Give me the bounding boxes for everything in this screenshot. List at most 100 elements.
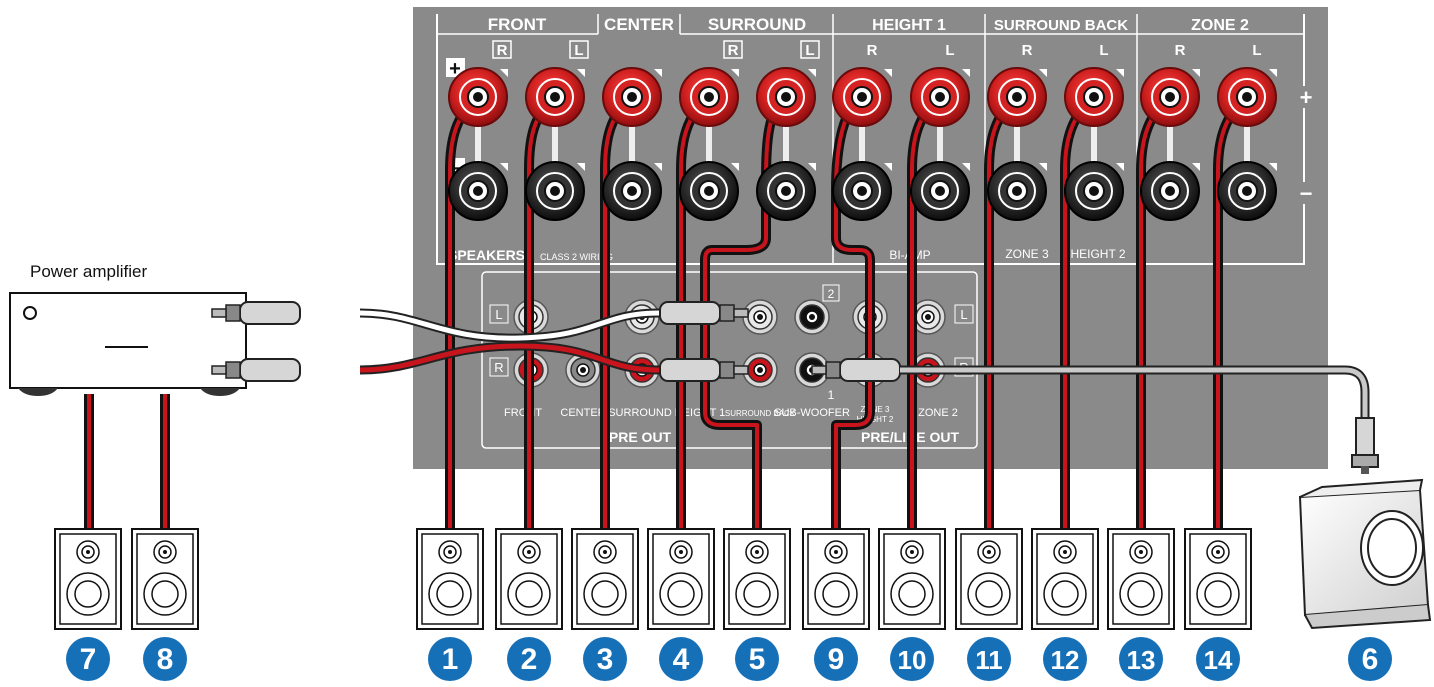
lineout-l-box <box>954 304 974 324</box>
badge-9: 9 <box>814 637 858 681</box>
preout-r-box <box>489 357 509 377</box>
rca-jack[interactable] <box>794 299 830 335</box>
terminal-label-box <box>492 40 512 59</box>
badge-13: 13 <box>1119 637 1163 681</box>
binding-post-pair[interactable] <box>679 67 739 221</box>
plus-marker-left <box>446 58 465 77</box>
amp-foot-left <box>18 388 58 396</box>
amp-foot-right <box>200 388 240 396</box>
badge-5: 5 <box>735 637 779 681</box>
terminal-label: L <box>1252 42 1261 59</box>
plus-marker-right <box>1296 86 1316 108</box>
subwoofer-plug <box>1351 417 1379 474</box>
preout-l-box <box>489 304 509 324</box>
binding-post-pair[interactable] <box>832 67 892 221</box>
badge-6: 6 <box>1348 637 1392 681</box>
binding-post-pair[interactable] <box>1217 67 1277 221</box>
preout-jack-label: SURROUND <box>608 407 672 419</box>
speaker-number: 9 <box>828 643 845 676</box>
preout-jack-label: ZONE 2 <box>918 407 958 419</box>
speaker-icon-4 <box>647 528 715 630</box>
rca-jack[interactable] <box>742 352 778 388</box>
speaker-number: 7 <box>80 643 97 676</box>
binding-post-group <box>448 67 1277 221</box>
terminal-label-box <box>800 40 820 59</box>
rca-jack[interactable] <box>742 299 778 335</box>
binding-post-pair[interactable] <box>987 67 1047 221</box>
speaker-row <box>54 528 1252 630</box>
badge-8: 8 <box>143 637 187 681</box>
rca-plug-red-preout <box>659 358 749 382</box>
speaker-number: 12 <box>1051 645 1080 675</box>
preout-jack-label: HEIGHT 2 <box>857 415 894 424</box>
speaker-cable <box>700 92 790 530</box>
rca-plug-white-preout <box>659 301 749 325</box>
group-label-front: FRONT <box>488 15 547 34</box>
badge-12: 12 <box>1043 637 1087 681</box>
pre-out-label: PRE OUT <box>609 429 672 445</box>
speaker-icon-13 <box>1107 528 1175 630</box>
rca-cable-red <box>359 341 661 375</box>
binding-post-pair[interactable] <box>602 67 662 221</box>
preout-jack-label: FRONT <box>504 407 542 419</box>
preout-left-label: L <box>495 307 502 322</box>
speaker-icon-14 <box>1184 528 1252 630</box>
rca-plug-red-amp <box>211 358 301 382</box>
lineout-left-label: L <box>960 307 967 322</box>
badge-10: 10 <box>890 637 934 681</box>
power-amplifier-label: Power amplifier <box>30 262 148 281</box>
speaker-number: 2 <box>521 643 538 676</box>
terminal-label: R <box>1175 42 1186 59</box>
speaker-icon-9 <box>802 528 870 630</box>
group-label-zone2: ZONE 2 <box>1191 17 1249 34</box>
terminal-label: R <box>497 42 508 59</box>
speaker-number: 1 <box>442 643 459 676</box>
binding-post-pair[interactable] <box>1064 67 1124 221</box>
terminal-label: L <box>805 42 814 59</box>
rca-cable-white <box>359 308 661 343</box>
subwoofer-icon <box>1298 478 1432 630</box>
speaker-icon-11 <box>955 528 1023 630</box>
rca-jack[interactable] <box>910 299 946 335</box>
speaker-icon-5 <box>723 528 791 630</box>
speaker-number: 6 <box>1362 643 1379 676</box>
group-label-center: CENTER <box>604 15 674 34</box>
speaker-icon-7 <box>54 528 122 630</box>
preout-jack-label: HEIGHT 1 <box>675 407 726 419</box>
height2-label: HEIGHT 2 <box>1070 247 1125 261</box>
binding-post-pair[interactable] <box>448 67 508 221</box>
speaker-number: 10 <box>898 645 927 675</box>
badge-11: 11 <box>967 637 1011 681</box>
preout-right-label: R <box>494 360 503 375</box>
binding-post-pair[interactable] <box>910 67 970 221</box>
terminal-label: R <box>1022 42 1033 59</box>
speaker-number: 13 <box>1127 645 1156 675</box>
speaker-number: 4 <box>673 643 690 676</box>
binding-post-pair[interactable] <box>1140 67 1200 221</box>
speaker-cable <box>831 92 875 530</box>
speaker-number: 11 <box>975 645 1003 675</box>
group-label-surround-back: SURROUND BACK <box>994 17 1128 34</box>
sub-num-top: 2 <box>828 287 835 301</box>
speaker-number: 5 <box>749 643 766 676</box>
speaker-icon-10 <box>878 528 946 630</box>
terminal-label: R <box>728 42 739 59</box>
rca-plug-white-amp <box>211 301 301 325</box>
badge-4: 4 <box>659 637 703 681</box>
class2-label: CLASS 2 WIRING <box>540 252 613 262</box>
speaker-icon-12 <box>1031 528 1099 630</box>
speaker-number: 14 <box>1204 645 1233 675</box>
badge-2: 2 <box>507 637 551 681</box>
preout-jack-label: ZONE 3 <box>861 405 890 414</box>
binding-post-pair[interactable] <box>525 67 585 221</box>
rca-jack[interactable] <box>565 352 601 388</box>
binding-post-pair[interactable] <box>756 67 816 221</box>
speaker-icon-8 <box>131 528 199 630</box>
preout-jack-label: SURROUND BACK <box>725 409 796 418</box>
plus-sign-right: + <box>1300 85 1313 110</box>
subwoofer-cable <box>900 365 1370 420</box>
terminal-label: L <box>945 42 954 59</box>
